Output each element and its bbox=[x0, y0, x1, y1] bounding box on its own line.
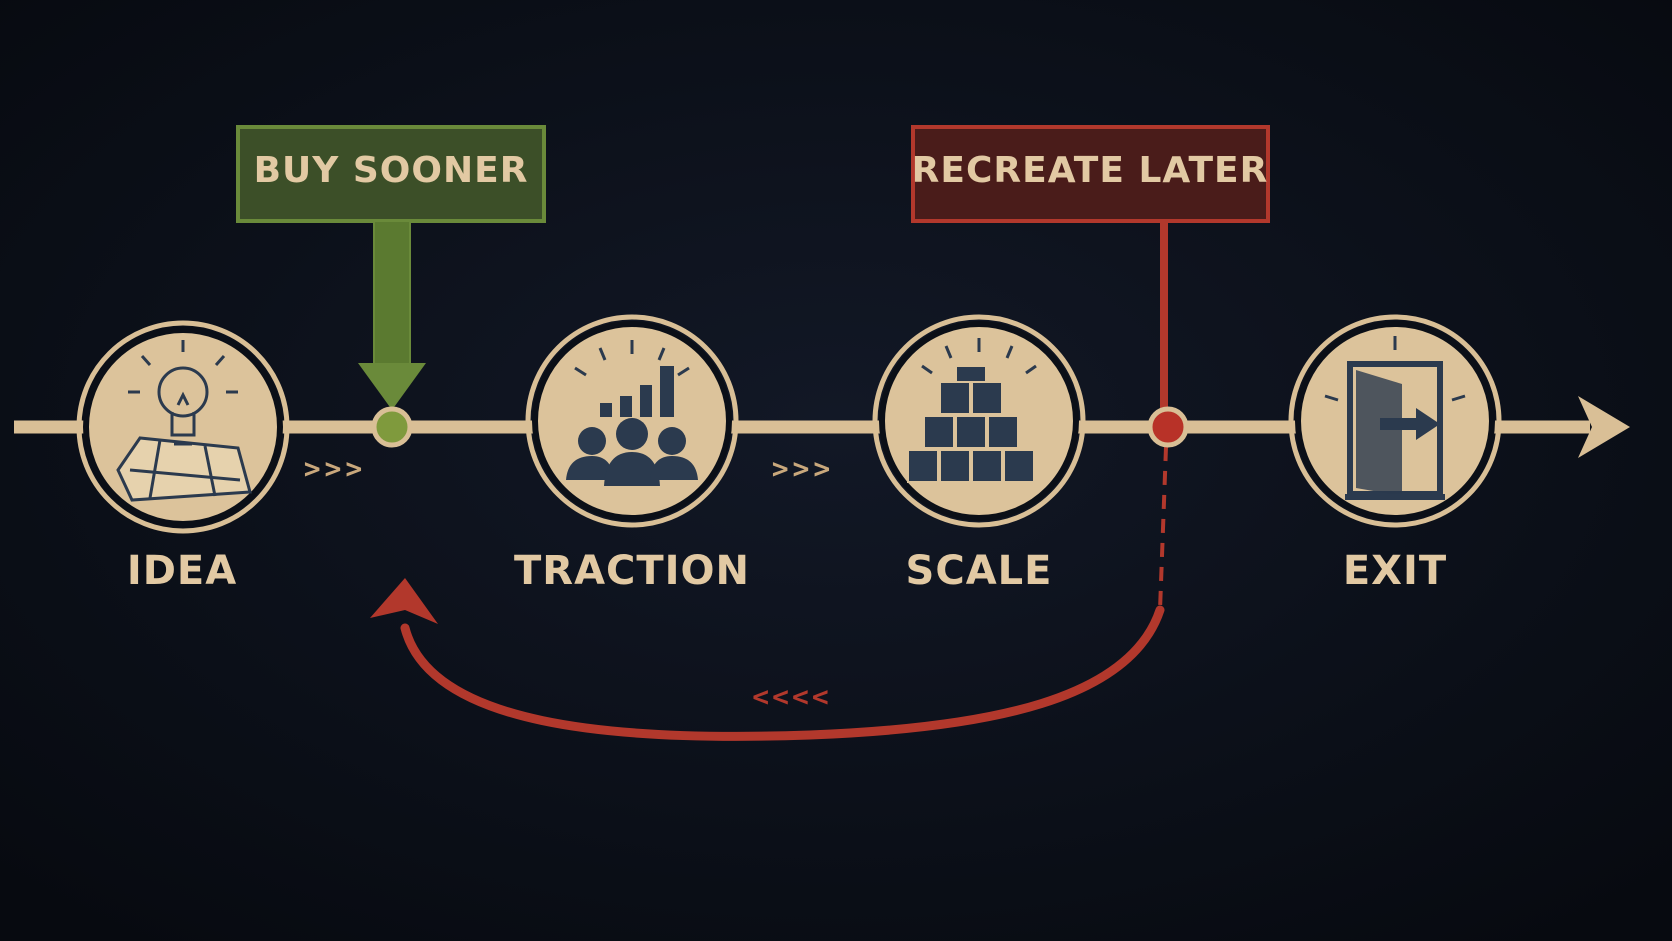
people-growth-chart-icon bbox=[566, 340, 698, 486]
recreate-later-label: RECREATE LATER bbox=[911, 150, 1269, 191]
buy-sooner-point bbox=[371, 406, 413, 448]
recreate-later-stem bbox=[1160, 221, 1168, 411]
return-arrowhead-icon bbox=[370, 578, 438, 624]
buy-sooner-callout bbox=[236, 125, 546, 448]
stage-label-exit: EXIT bbox=[1342, 548, 1448, 594]
down-arrow-icon bbox=[358, 363, 426, 410]
stage-exit bbox=[1288, 314, 1502, 528]
exit-door-icon bbox=[1324, 336, 1466, 500]
recreate-later-callout: <<<< bbox=[370, 125, 1270, 741]
recreate-later-point bbox=[1147, 406, 1189, 448]
stage-scale bbox=[872, 314, 1086, 528]
stage-label-traction: TRACTION bbox=[513, 548, 751, 594]
stage-label-scale: SCALE bbox=[905, 548, 1053, 594]
return-curve bbox=[400, 605, 1165, 741]
stage-idea bbox=[76, 320, 290, 534]
buy-sooner-label: BUY SOONER bbox=[253, 150, 529, 191]
forward-chevrons-1: >>> bbox=[304, 452, 367, 485]
dashed-return-line bbox=[1158, 446, 1168, 611]
lightbulb-blueprint-icon bbox=[116, 340, 252, 502]
back-chevrons: <<<< bbox=[752, 680, 831, 713]
forward-chevrons-2: >>> bbox=[772, 452, 835, 485]
stacked-cubes-icon bbox=[907, 338, 1037, 483]
recreate-later-box bbox=[911, 125, 1270, 223]
buy-sooner-box bbox=[236, 125, 546, 223]
buy-sooner-stem bbox=[373, 220, 411, 372]
stage-label-idea: IDEA bbox=[126, 548, 238, 594]
stage-traction bbox=[525, 314, 739, 528]
timeline-arrowhead-icon bbox=[1578, 396, 1630, 458]
